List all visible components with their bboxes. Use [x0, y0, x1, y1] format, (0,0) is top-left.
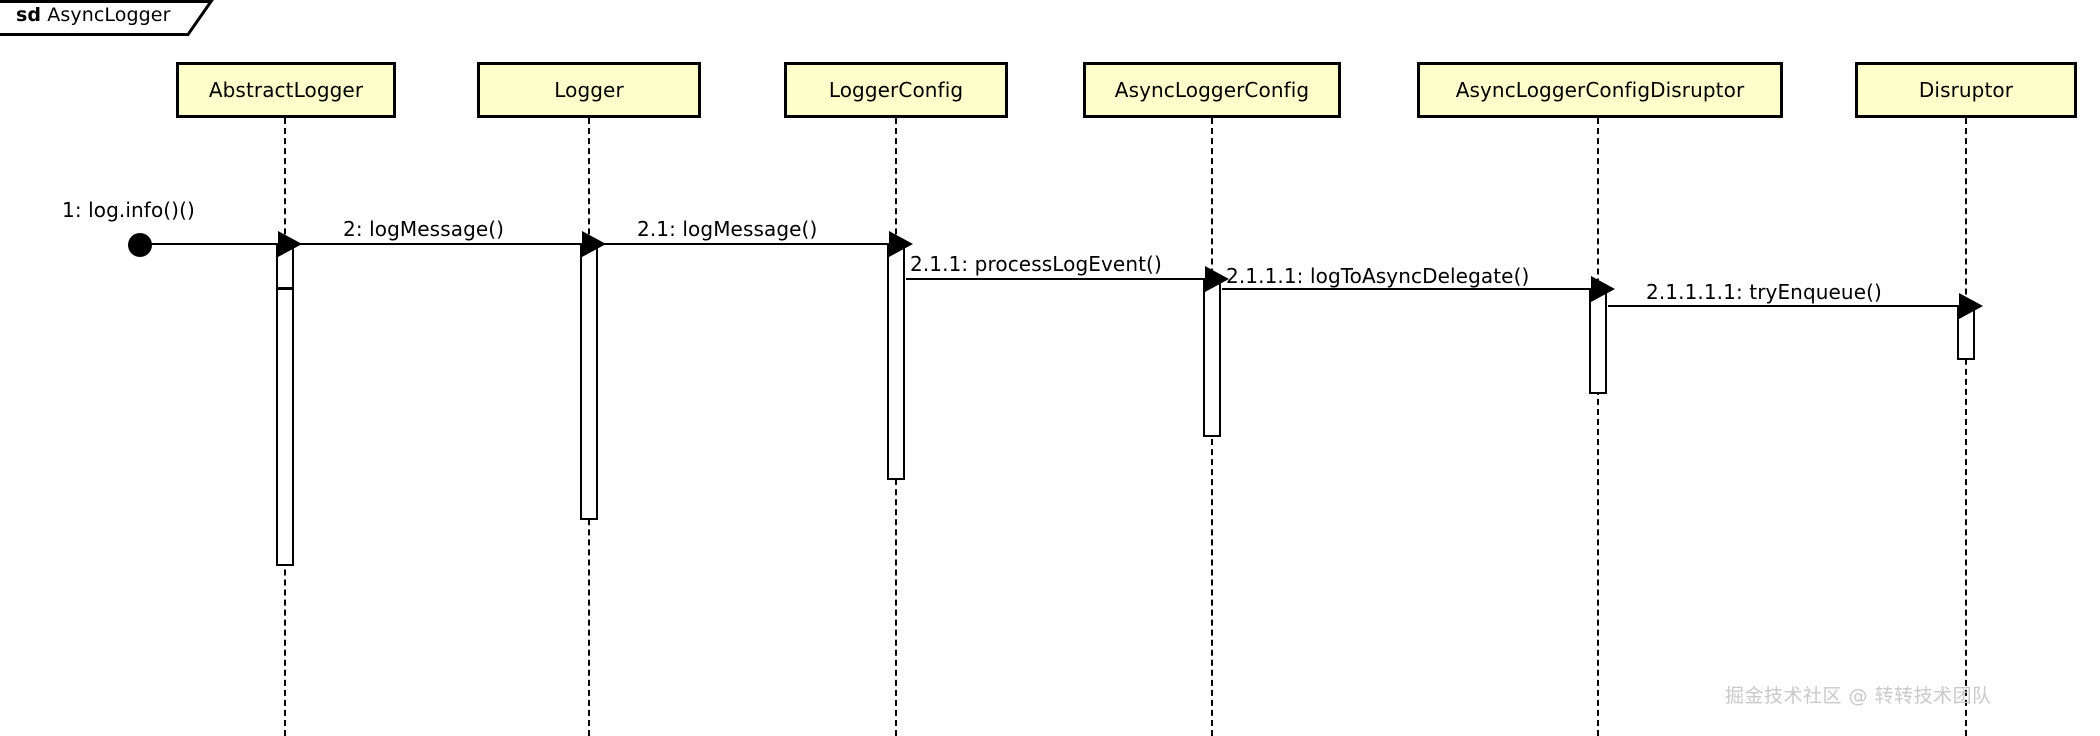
interaction-frame-tab: sd AsyncLogger	[0, 0, 214, 36]
frame-tab-shape	[0, 0, 214, 36]
message-label-2-1: 2.1: logMessage()	[637, 217, 818, 241]
lifeline-label: Logger	[554, 78, 624, 102]
message-label-2-1-1-1-1: 2.1.1.1.1: tryEnqueue()	[1646, 280, 1882, 304]
watermark: 掘金技术社区 @ 转转技术团队	[1725, 685, 1992, 707]
message-label-2-1-1-1: 2.1.1.1: logToAsyncDelegate()	[1226, 264, 1530, 288]
message-arrowhead-icon	[1205, 266, 1229, 292]
lifeline-head-asyncloggerconfig[interactable]: AsyncLoggerConfig	[1083, 62, 1341, 118]
frame-tab-label: sd AsyncLogger	[16, 4, 171, 26]
message-arrowhead-icon	[1959, 293, 1983, 319]
message-label-2-1-1: 2.1.1: processLogEvent()	[910, 252, 1162, 276]
message-line-1[interactable]	[140, 243, 278, 245]
message-arrowhead-icon	[582, 231, 606, 257]
lifeline-label: AsyncLoggerConfig	[1114, 78, 1310, 102]
message-label-2: 2: logMessage()	[343, 217, 505, 241]
activation-bar-asyncloggerconfig[interactable]	[1203, 278, 1221, 437]
lifeline-head-disruptor[interactable]: Disruptor	[1855, 62, 2077, 118]
lifeline-head-logger[interactable]: Logger	[477, 62, 701, 118]
activation-bar-logger[interactable]	[580, 243, 598, 520]
frame-name: AsyncLogger	[47, 4, 171, 26]
lifeline-head-loggerconfig[interactable]: LoggerConfig	[784, 62, 1008, 118]
frame-keyword: sd	[16, 4, 42, 26]
activation-bar-asyncloggerconfigdisruptor[interactable]	[1589, 288, 1607, 394]
activation-bar-abstractlogger[interactable]	[276, 288, 294, 566]
message-arrowhead-icon	[889, 231, 913, 257]
lifeline-asyncloggerconfigdisruptor	[1597, 118, 1599, 736]
message-arrowhead-icon	[278, 231, 302, 257]
activation-bar-loggerconfig[interactable]	[887, 243, 905, 480]
lifeline-label: AbstractLogger	[208, 78, 364, 102]
lifeline-disruptor	[1965, 118, 1967, 736]
message-arrowhead-icon	[1591, 276, 1615, 302]
message-line-2-1-1-1[interactable]	[1222, 288, 1591, 290]
lifeline-label: LoggerConfig	[828, 78, 964, 102]
lifeline-label: AsyncLoggerConfigDisruptor	[1455, 78, 1745, 102]
lifeline-head-asyncloggerconfigdisruptor[interactable]: AsyncLoggerConfigDisruptor	[1417, 62, 1783, 118]
message-line-2[interactable]	[295, 243, 582, 245]
message-line-2-1-1[interactable]	[906, 278, 1205, 280]
message-label-1: 1: log.info()()	[62, 198, 195, 222]
lifeline-label: Disruptor	[1918, 78, 2014, 102]
message-line-2-1-1-1-1[interactable]	[1608, 305, 1959, 307]
lifeline-head-abstractlogger[interactable]: AbstractLogger	[176, 62, 396, 118]
found-message-dot	[128, 233, 152, 257]
message-line-2-1[interactable]	[599, 243, 889, 245]
